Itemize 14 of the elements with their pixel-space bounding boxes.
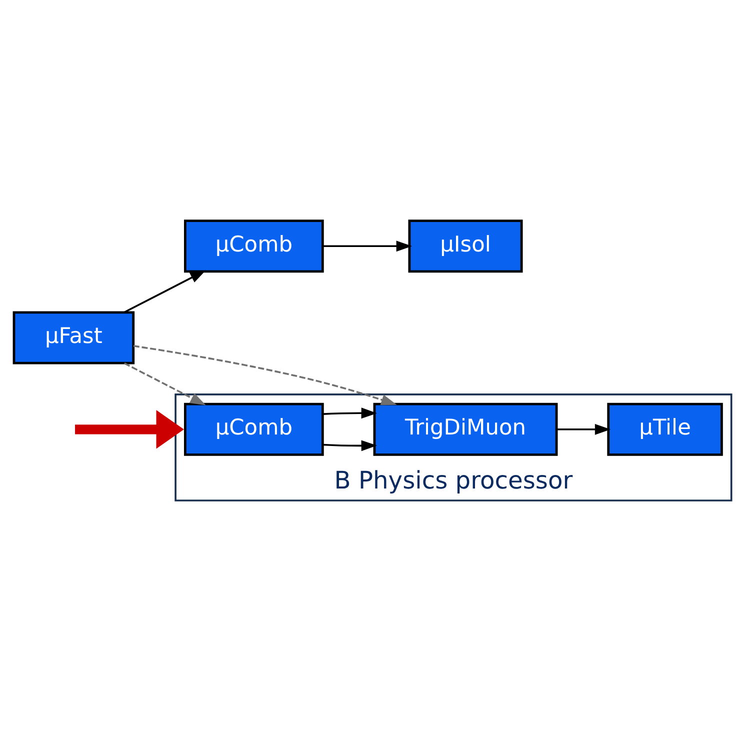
node-box: TrigDiMuon: [373, 402, 558, 456]
node-box: μTile: [607, 402, 723, 456]
arrow: [124, 362, 206, 406]
arrow: [75, 410, 184, 449]
node-box: μFast: [12, 311, 135, 364]
arrow: [323, 408, 377, 419]
arrow: [323, 440, 377, 452]
arrow: [124, 270, 206, 314]
node-box: μIsol: [408, 220, 523, 273]
arrow: [323, 240, 412, 252]
arrow: [133, 345, 397, 406]
arrow: [556, 424, 611, 435]
node-box: μComb: [184, 402, 324, 456]
node-box: μComb: [184, 220, 324, 273]
